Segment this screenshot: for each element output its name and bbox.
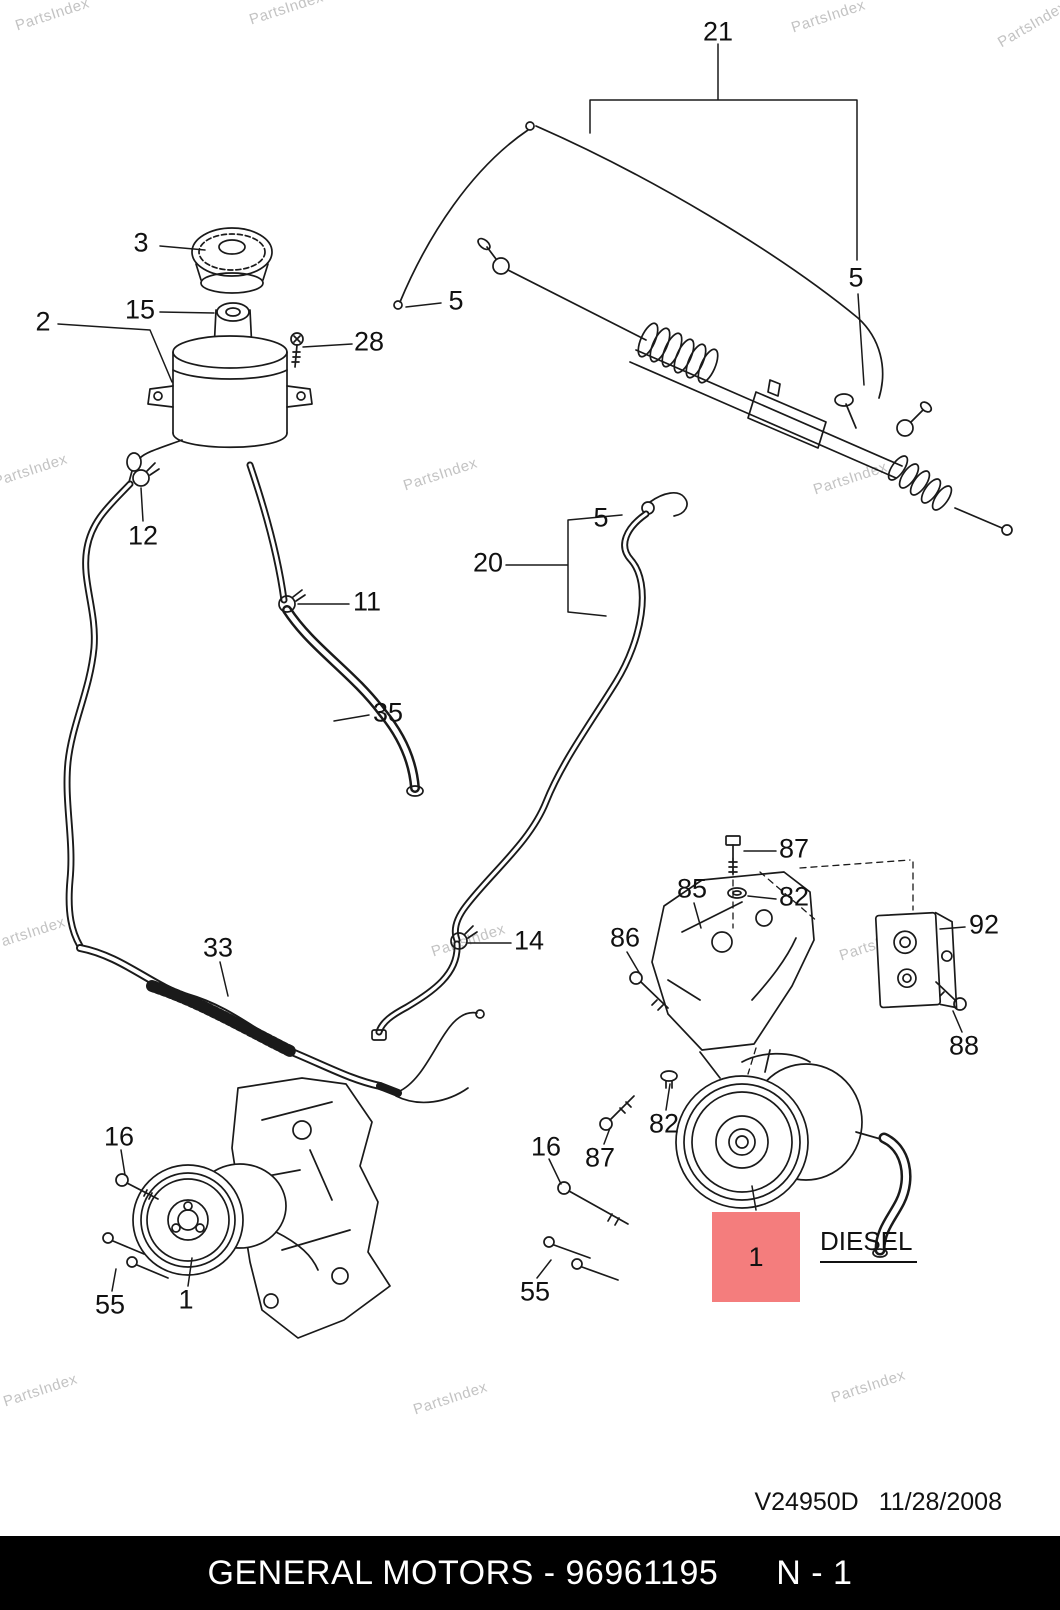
highlight-part-1[interactable]: 1: [712, 1212, 800, 1302]
pump-right-drawing: [675, 1049, 912, 1258]
pump-bracket-right-drawing: [651, 871, 815, 1051]
callout-87-lower: 87: [584, 1142, 616, 1173]
steering-rack-drawing: [393, 121, 1013, 536]
callout-5-rack-pipe: 5: [848, 262, 864, 293]
callout-82-lower: 82: [648, 1108, 680, 1139]
callout-2: 2: [35, 306, 51, 337]
doc-date: 11/28/2008: [878, 1488, 1002, 1516]
footer-bar: GENERAL MOTORS - 96961195 N - 1: [0, 1536, 1060, 1610]
hoses-drawing: [63, 461, 688, 1104]
valve-block-drawing: [874, 911, 958, 1009]
callout-5-hose-end: 5: [448, 285, 464, 316]
callout-11: 11: [352, 586, 382, 617]
callout-82-top: 82: [778, 881, 810, 912]
callout-21: 21: [702, 16, 734, 47]
callout-85: 85: [676, 873, 708, 904]
callout-16-left: 16: [103, 1121, 135, 1152]
reservoir-drawing: [126, 227, 313, 483]
leader-lines: [57, 43, 966, 1292]
callout-88: 88: [948, 1030, 980, 1061]
callout-20: 20: [472, 547, 504, 578]
callout-14: 14: [513, 925, 545, 956]
footer-catalog-number: GENERAL MOTORS - 96961195: [207, 1553, 719, 1592]
callout-3: 3: [133, 227, 149, 258]
callout-1-left: 1: [178, 1284, 194, 1315]
footer-page-ref: N - 1: [776, 1553, 853, 1592]
callout-16-right: 16: [530, 1131, 562, 1162]
clamps-drawing: [132, 462, 478, 950]
callout-92: 92: [968, 909, 1000, 940]
callout-12: 12: [127, 520, 159, 551]
pump-left-drawing: [102, 1077, 391, 1339]
callout-5-pressure-hose: 5: [593, 502, 609, 533]
callout-87-top: 87: [778, 833, 810, 864]
callout-55-left: 55: [94, 1289, 126, 1320]
callout-33: 33: [202, 932, 234, 963]
callout-86: 86: [609, 922, 641, 953]
doc-reference: V24950D 11/28/2008: [754, 1488, 1002, 1517]
callout-35: 35: [372, 697, 404, 728]
diesel-label: DIESEL: [820, 1226, 917, 1263]
callout-55-right: 55: [519, 1276, 551, 1307]
doc-code: V24950D: [754, 1488, 859, 1516]
callout-28: 28: [353, 326, 385, 357]
callout-15: 15: [124, 294, 156, 325]
assembly-axes: [732, 857, 914, 1075]
